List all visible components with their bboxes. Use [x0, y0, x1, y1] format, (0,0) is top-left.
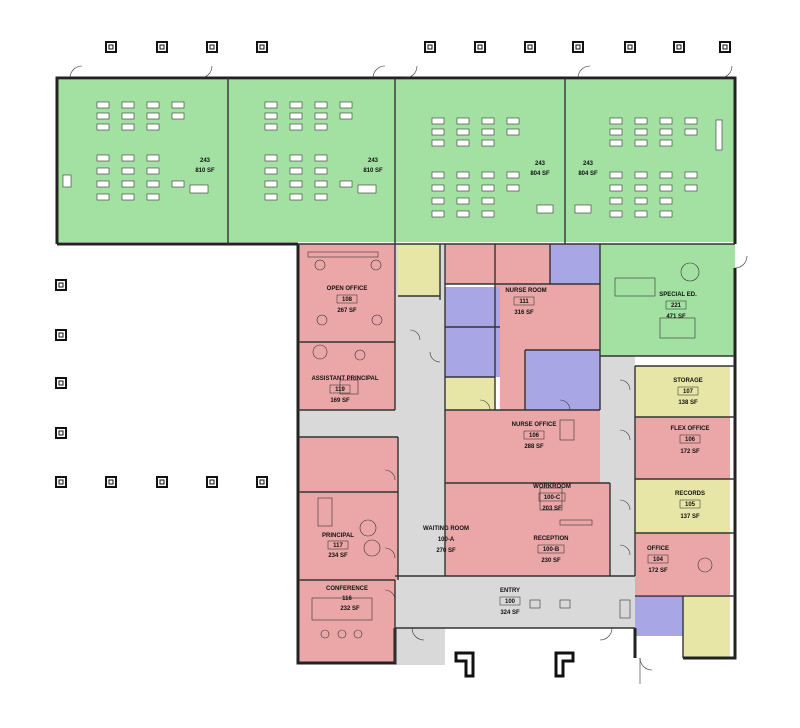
- conference-name: CONFERENCE: [326, 586, 368, 592]
- special-ed-name: SPECIAL ED.: [659, 292, 697, 298]
- column-markers: [55, 41, 731, 488]
- room-number-tags: [327, 294, 701, 606]
- open-office-number: 108: [342, 297, 353, 303]
- class1-number: 243: [200, 158, 211, 164]
- storage-area: 138 SF: [678, 400, 698, 406]
- storage-name: STORAGE: [673, 378, 703, 384]
- room-labels: 243 810 SF 243 810 SF 243 804 SF 243 804…: [195, 158, 709, 616]
- class1-area: 810 SF: [195, 168, 215, 174]
- offices: [298, 244, 730, 663]
- class3-number: 243: [535, 161, 546, 167]
- entry-name: ENTRY: [500, 588, 520, 594]
- special-ed-number: 221: [671, 303, 682, 309]
- interior-walls: [227, 78, 735, 663]
- door-swings: [69, 65, 748, 684]
- asst-principal-area: 169 SF: [330, 398, 350, 404]
- restrooms: [445, 244, 683, 636]
- entry-planters: [454, 651, 575, 678]
- records-name: RECORDS: [675, 491, 705, 497]
- flex-office-name: FLEX OFFICE: [671, 426, 710, 432]
- class2-number: 243: [368, 158, 379, 164]
- corridors: [298, 245, 635, 665]
- class2-area: 810 SF: [363, 168, 383, 174]
- workroom-area: 203 SF: [542, 506, 562, 512]
- storage-rooms: [398, 244, 730, 658]
- records-number: 105: [685, 502, 696, 508]
- nurse-room-name: NURSE ROOM: [505, 288, 546, 294]
- reception-area: 230 SF: [541, 558, 561, 564]
- entry-number: 100: [505, 599, 516, 605]
- flex-office-number: 106: [685, 437, 696, 443]
- workroom-name: WORKROOM: [533, 484, 571, 490]
- waiting-room-number: 100-A: [438, 537, 455, 543]
- nurse-office-area: 288 SF: [524, 444, 544, 450]
- nurse-room-area: 316 SF: [514, 310, 534, 316]
- office-number: 104: [653, 557, 664, 563]
- classroom-desks: [62, 101, 723, 218]
- waiting-room-name: WAITING ROOM: [423, 526, 469, 532]
- principal-name: PRINCIPAL: [322, 533, 354, 539]
- open-office-area: 267 SF: [337, 308, 357, 314]
- special-ed-area: 471 SF: [666, 314, 686, 320]
- class4-number: 243: [583, 161, 594, 167]
- class3-area: 804 SF: [530, 171, 550, 177]
- class4-area: 804 SF: [578, 171, 598, 177]
- reception-number: 100-B: [543, 547, 560, 553]
- nurse-room-number: 111: [519, 299, 529, 305]
- asst-principal-number: 119: [335, 387, 345, 393]
- principal-number: 117: [333, 543, 343, 549]
- entry-area: 324 SF: [500, 610, 520, 616]
- waiting-room-area: 270 SF: [436, 548, 456, 554]
- office-name: OFFICE: [647, 546, 669, 552]
- conference-number: 116: [342, 596, 352, 602]
- office-furniture: [307, 251, 713, 639]
- reception-name: RECEPTION: [533, 536, 568, 542]
- nurse-office-number: 106: [529, 433, 540, 439]
- asst-principal-name: ASSISTANT PRINCIPAL: [311, 376, 378, 382]
- nurse-office-name: NURSE OFFICE: [512, 422, 557, 428]
- conference-area: 232 SF: [340, 606, 360, 612]
- flex-office-area: 172 SF: [680, 449, 700, 455]
- records-area: 137 SF: [680, 514, 700, 520]
- classrooms: [57, 80, 735, 356]
- storage-number: 107: [683, 389, 694, 395]
- principal-area: 234 SF: [328, 553, 348, 559]
- workroom-number: 100-C: [544, 495, 561, 501]
- office-area: 172 SF: [648, 568, 668, 574]
- open-office-name: OPEN OFFICE: [327, 286, 368, 292]
